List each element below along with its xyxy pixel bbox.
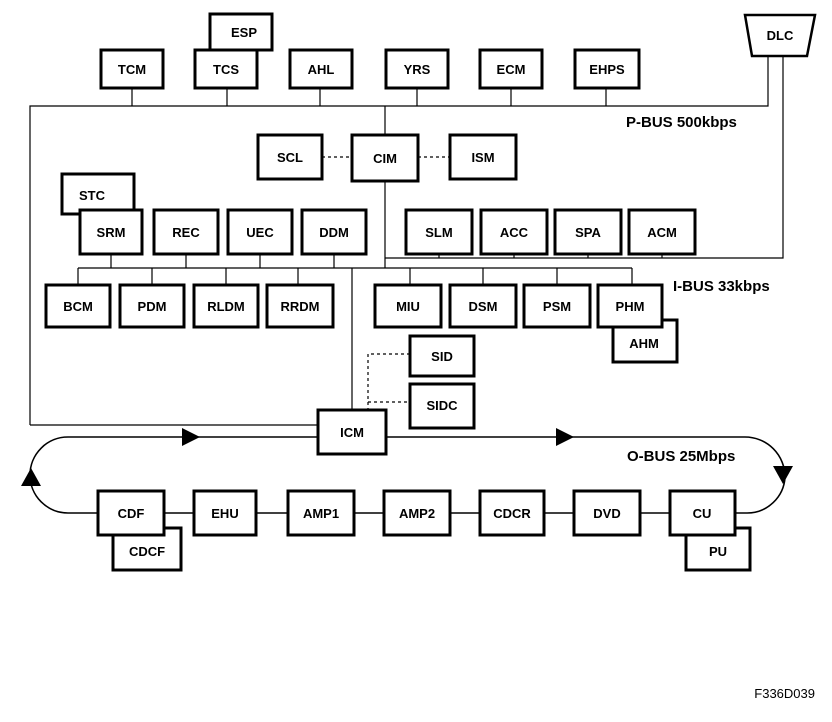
module-label: DLC [767,28,794,43]
obus-ring [21,428,793,514]
module-tcs: TCS [193,48,259,90]
module-label: AHL [308,62,335,77]
module-psm: PSM [522,283,592,329]
module-label: SIDC [426,398,458,413]
module-yrs: YRS [384,48,450,90]
module-rec: REC [152,208,220,256]
pbus-line [29,57,769,425]
arrow-right-icon [182,428,200,446]
module-ahl: AHL [288,48,354,90]
module-stc: STC [60,172,136,216]
pbus-label: P-BUS 500kbps [626,114,737,131]
module-label: YRS [404,62,431,77]
module-label: PDM [138,299,167,314]
module-rldm: RLDM [192,283,260,329]
module-label: DDM [319,225,349,240]
module-acm: ACM [627,208,697,256]
module-label: CDF [118,506,145,521]
module-label: DSM [469,299,498,314]
ibus-wiring [77,57,784,410]
module-label: CDCR [493,506,531,521]
module-label: ESP [231,25,257,40]
module-label: RRDM [281,299,320,314]
ibus-label: I-BUS 33kbps [673,278,770,295]
module-label: BCM [63,299,93,314]
module-label: AMP1 [303,506,339,521]
module-icm: ICM [316,408,388,456]
module-label: ICM [340,425,364,440]
module-sid: SID [408,334,476,378]
module-label: DVD [593,506,620,521]
arrow-down-icon [773,466,793,484]
module-esp: ESP [208,12,274,52]
module-label: CIM [373,151,397,166]
module-label: PHM [616,299,645,314]
module-dlc: DLC [743,13,817,58]
module-label: SRM [97,225,126,240]
module-cu: CU [668,489,737,537]
module-label: CDCF [129,544,165,559]
arrow-up-icon [21,468,41,486]
module-phm: PHM [596,283,664,329]
obus-line [29,436,318,514]
module-cdcr: CDCR [478,489,546,537]
module-label: ISM [471,150,494,165]
module-label: STC [79,188,106,203]
dashed-links [322,156,450,410]
module-label: REC [172,225,200,240]
module-label: PU [709,544,727,559]
module-label: TCM [118,62,146,77]
module-ism: ISM [448,133,518,181]
obus-label: O-BUS 25Mbps [627,448,735,465]
module-slm: SLM [404,208,474,256]
module-label: AMP2 [399,506,435,521]
module-label: MIU [396,299,420,314]
module-bcm: BCM [44,283,112,329]
module-ddm: DDM [300,208,368,256]
module-sidc: SIDC [408,382,476,430]
module-ehps: EHPS [573,48,641,90]
module-label: ACM [647,225,677,240]
module-label: TCS [213,62,239,77]
module-srm: SRM [78,208,144,256]
module-amp1: AMP1 [286,489,356,537]
module-label: SPA [575,225,601,240]
module-label: SCL [277,150,303,165]
module-cim: CIM [350,133,420,183]
module-uec: UEC [226,208,294,256]
module-cdf: CDF [96,489,166,537]
module-label: EHU [211,506,238,521]
module-tcm: TCM [99,48,165,90]
module-label: ECM [497,62,526,77]
figure-id: F336D039 [754,686,815,701]
module-label: ACC [500,225,529,240]
module-label: AHM [629,336,659,351]
module-scl: SCL [256,133,324,181]
module-label: SLM [425,225,452,240]
module-label: CU [693,506,712,521]
module-miu: MIU [373,283,443,329]
pbus-wiring [29,57,769,426]
module-spa: SPA [553,208,623,256]
module-label: RLDM [207,299,245,314]
module-pdm: PDM [118,283,186,329]
module-dvd: DVD [572,489,642,537]
module-label: PSM [543,299,571,314]
module-rrdm: RRDM [265,283,335,329]
module-label: UEC [246,225,274,240]
module-amp2: AMP2 [382,489,452,537]
module-label: EHPS [589,62,625,77]
module-ehu: EHU [192,489,258,537]
module-label: SID [431,349,453,364]
module-dsm: DSM [448,283,518,329]
arrow-right-icon [556,428,574,446]
module-acc: ACC [479,208,549,256]
module-ecm: ECM [478,48,544,90]
